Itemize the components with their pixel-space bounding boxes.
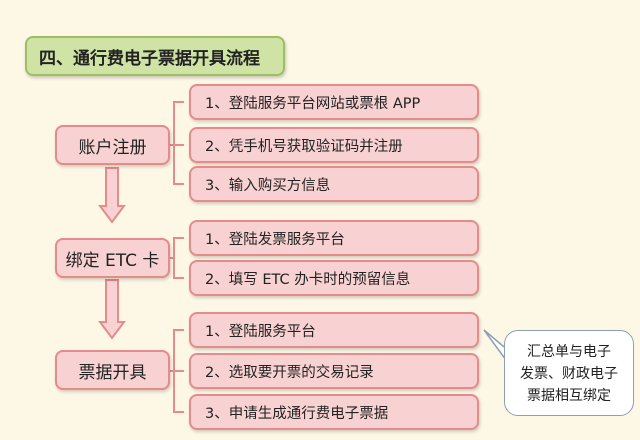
step-etc-2: 2、填写 ETC 办卡时的预留信息 <box>189 260 479 296</box>
arrow-down-2 <box>98 279 126 340</box>
step-invoice-3: 3、申请生成通行费电子票据 <box>189 394 479 430</box>
step-account-2: 2、凭手机号获取验证码并注册 <box>189 127 479 163</box>
bracket-group-account <box>170 101 184 185</box>
step-account-3: 3、输入购买方信息 <box>189 166 479 202</box>
step-invoice-2: 2、选取要开票的交易记录 <box>189 353 479 389</box>
step-account-1: 1、登陆服务平台网站或票根 APP <box>189 84 479 120</box>
callout-note: 汇总单与电子 发票、财政电子 票据相互绑定 <box>504 330 634 416</box>
node-bind-etc: 绑定 ETC 卡 <box>55 238 170 278</box>
bracket-group-invoice <box>170 329 184 413</box>
bracket-group-etc <box>170 237 184 279</box>
callout-pointer <box>483 329 511 361</box>
step-etc-1: 1、登陆发票服务平台 <box>189 220 479 256</box>
arrow-down-1 <box>98 167 126 224</box>
node-invoice: 票据开具 <box>55 350 170 390</box>
node-account-register: 账户注册 <box>55 125 170 165</box>
diagram-title: 四、通行费电子票据开具流程 <box>25 36 285 76</box>
step-invoice-1: 1、登陆服务平台 <box>189 312 479 348</box>
